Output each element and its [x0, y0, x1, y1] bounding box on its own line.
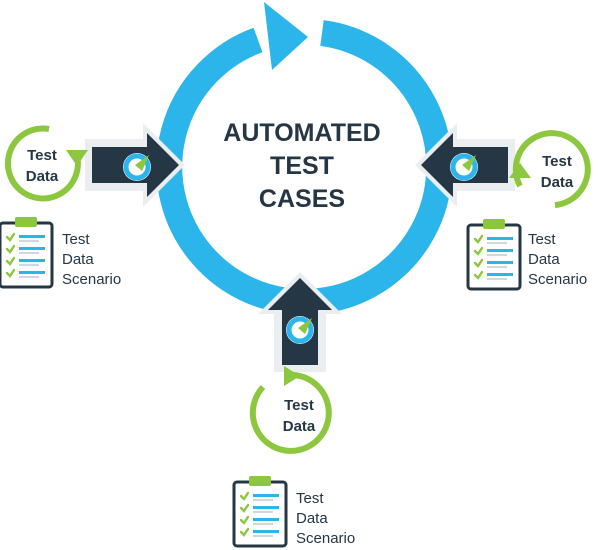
left-cycle-label-line2: Data [26, 168, 59, 185]
right-clipboard-icon [466, 217, 522, 291]
bottom-scenario-line2: Data [296, 510, 328, 527]
center-title-line2: TEST [270, 152, 334, 180]
left-cycle-label-line1: Test [27, 147, 57, 164]
bottom-scenario-line1: Test [296, 490, 324, 507]
left-logo-icon [123, 153, 151, 181]
bottom-scenario-line3: Scenario [296, 530, 355, 547]
center-title-line3: CASES [259, 185, 345, 213]
right-cycle-label-line2: Data [541, 174, 574, 191]
bottom-logo-icon [286, 316, 314, 344]
right-cycle-label-line1: Test [542, 153, 572, 170]
right-scenario-line1: Test [528, 231, 556, 248]
right-test-data-cycle-icon [509, 130, 591, 208]
right-scenario-line2: Data [528, 251, 560, 268]
bottom-test-data-cycle-icon [249, 366, 332, 454]
bottom-clipboard-icon [232, 474, 288, 548]
left-scenario-line2: Data [62, 251, 94, 268]
left-clipboard-icon [0, 215, 54, 289]
bottom-cycle-label-line2: Data [283, 418, 316, 435]
left-scenario-line1: Test [62, 231, 90, 248]
left-scenario-line3: Scenario [62, 271, 121, 288]
right-logo-icon [450, 153, 478, 181]
left-test-data-cycle-icon [4, 125, 88, 202]
bottom-cycle-label-line1: Test [284, 397, 314, 414]
right-scenario-line3: Scenario [528, 271, 587, 288]
center-title-line1: AUTOMATED [223, 119, 380, 147]
